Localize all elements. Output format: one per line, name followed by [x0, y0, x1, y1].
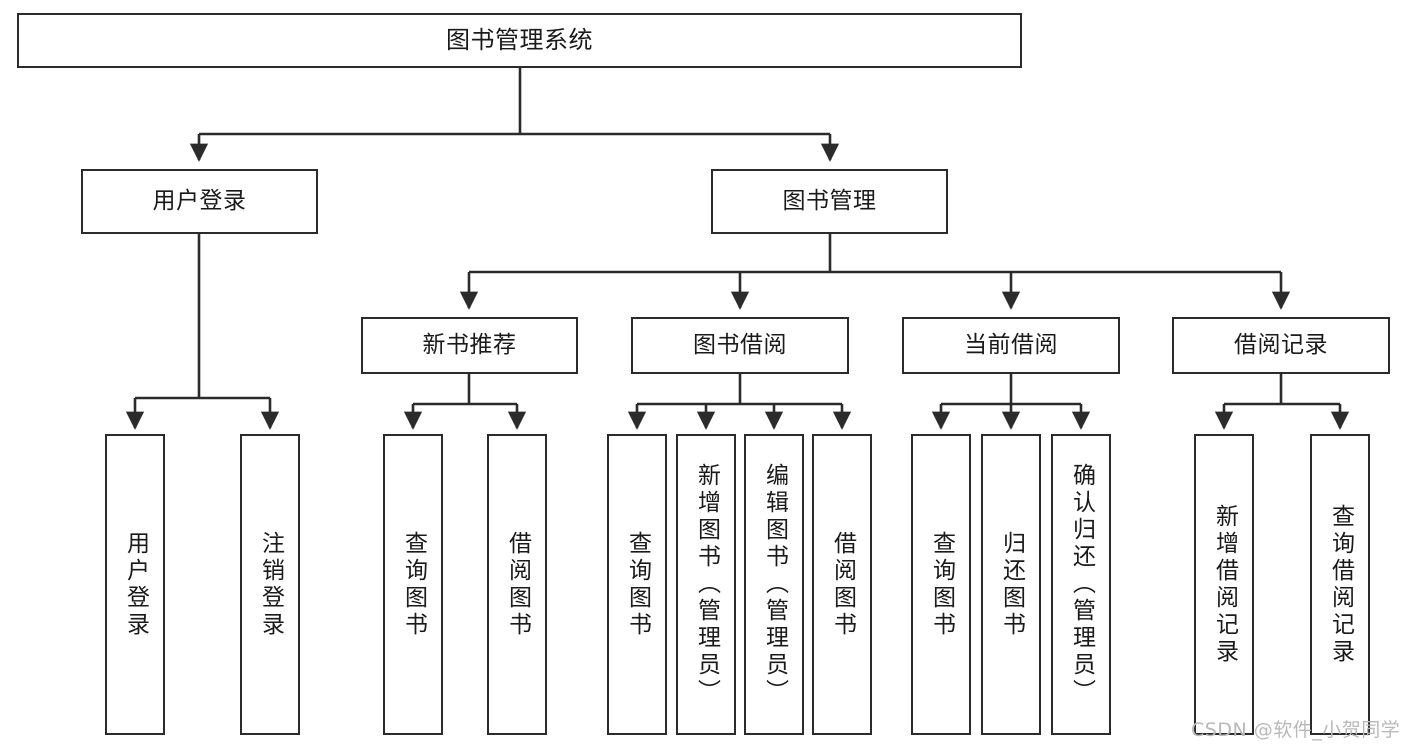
node-label: 查询图书 — [624, 530, 651, 639]
node-current-borrow[interactable]: 当前借阅 — [902, 317, 1120, 374]
node-label: 图书借阅 — [693, 331, 787, 358]
node-user-login[interactable]: 用户登录 — [81, 169, 318, 234]
leaf-add-borrow-record[interactable]: 新增借阅记录 — [1194, 434, 1254, 735]
node-book-borrow[interactable]: 图书借阅 — [631, 317, 849, 374]
leaf-user-login[interactable]: 用户登录 — [105, 434, 165, 735]
node-label: 查询图书 — [928, 530, 955, 639]
node-label: 用户登录 — [122, 530, 149, 639]
leaf-borrow-book[interactable]: 借阅图书 — [812, 434, 872, 735]
node-label: 注销登录 — [257, 530, 284, 639]
node-label: 当前借阅 — [964, 331, 1058, 358]
node-label: 新书推荐 — [422, 331, 517, 358]
node-label: 用户登录 — [152, 187, 247, 214]
node-label: 归还图书 — [998, 530, 1025, 639]
node-label: 新增借阅记录 — [1211, 503, 1238, 666]
node-label: 借阅图书 — [504, 530, 531, 639]
leaf-query-book-borrow[interactable]: 查询图书 — [607, 434, 667, 735]
node-root-system[interactable]: 图书管理系统 — [17, 13, 1022, 68]
node-borrow-record[interactable]: 借阅记录 — [1172, 317, 1390, 374]
node-label: 查询借阅记录 — [1327, 503, 1354, 666]
node-book-manage[interactable]: 图书管理 — [711, 169, 948, 234]
node-label: 图书管理系统 — [446, 26, 593, 55]
node-label: 图书管理 — [782, 187, 877, 214]
leaf-confirm-return[interactable]: 确认归还（管理员） — [1051, 434, 1111, 735]
node-label: 编辑图书（管理员） — [761, 463, 788, 706]
leaf-return-book[interactable]: 归还图书 — [981, 434, 1041, 735]
node-new-book-recommend[interactable]: 新书推荐 — [361, 317, 578, 374]
leaf-query-borrow-record[interactable]: 查询借阅记录 — [1310, 434, 1370, 735]
node-label: 新增图书（管理员） — [693, 463, 720, 706]
leaf-add-book[interactable]: 新增图书（管理员） — [676, 434, 736, 735]
leaf-query-book-recommend[interactable]: 查询图书 — [383, 434, 443, 735]
leaf-borrow-book-recommend[interactable]: 借阅图书 — [487, 434, 547, 735]
leaf-logout-login[interactable]: 注销登录 — [240, 434, 300, 735]
leaf-edit-book[interactable]: 编辑图书（管理员） — [744, 434, 804, 735]
leaf-query-book-current[interactable]: 查询图书 — [911, 434, 971, 735]
node-label: 借阅记录 — [1234, 331, 1328, 358]
node-label: 确认归还（管理员） — [1068, 463, 1095, 706]
csdn-watermark: CSDN @软件_小贺同学 — [1191, 719, 1401, 741]
node-label: 查询图书 — [400, 530, 427, 639]
node-label: 借阅图书 — [829, 530, 856, 639]
